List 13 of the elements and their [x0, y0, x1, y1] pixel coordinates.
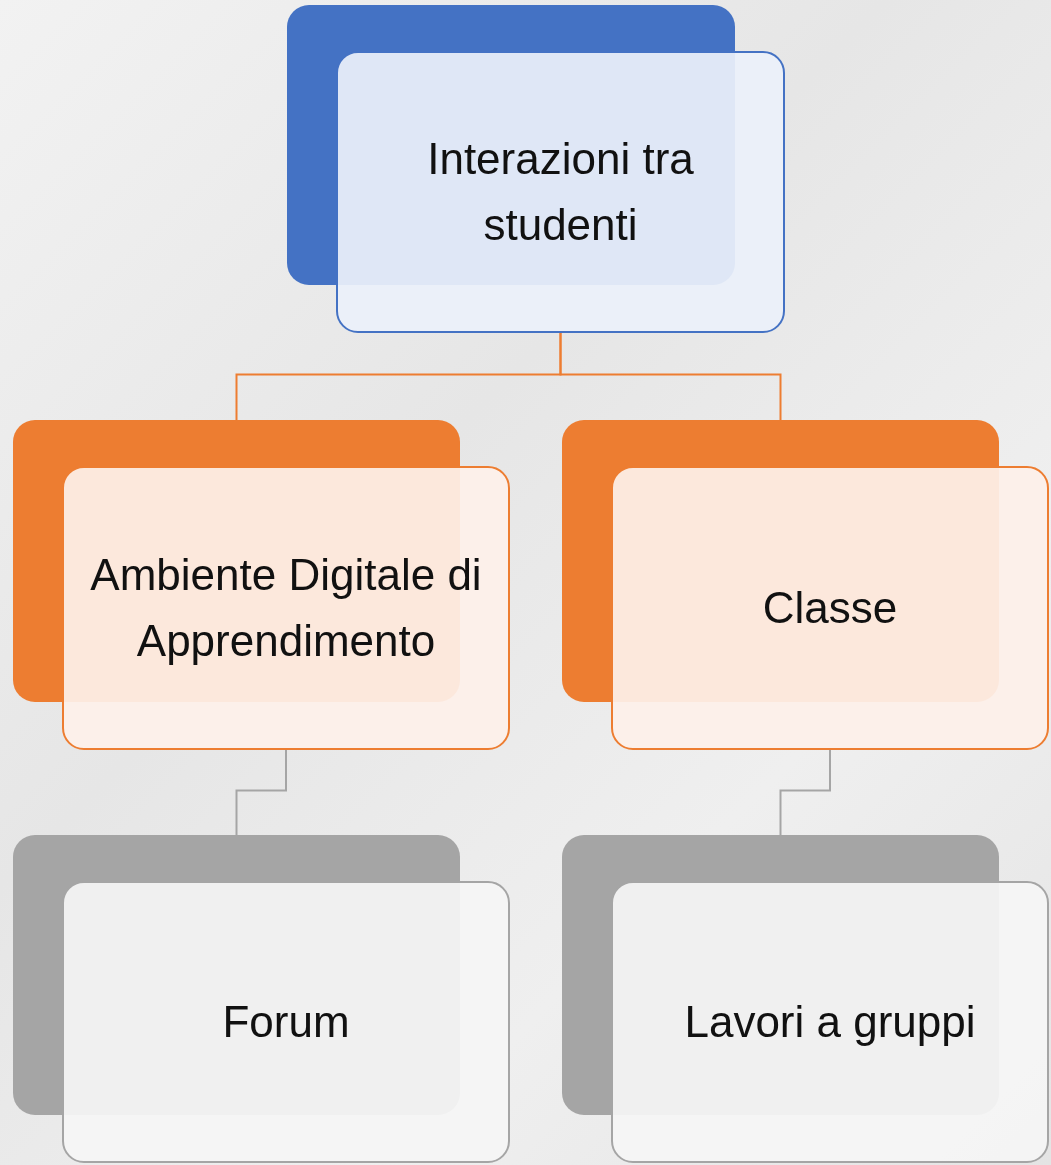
node-text: Lavori a gruppi — [683, 996, 977, 1048]
connector-line — [235, 749, 287, 836]
stacked-box — [13, 835, 510, 1163]
node-text: Classe — [761, 582, 899, 634]
stacked-box — [13, 420, 510, 750]
stacked-box — [562, 835, 1049, 1163]
node-text: Forum — [221, 996, 351, 1048]
stacked-box — [562, 420, 1049, 750]
connector-line — [559, 332, 782, 421]
connector-line — [779, 749, 831, 836]
node-text: Ambiente Digitale di Apprendimento — [89, 549, 483, 667]
node-text: Interazioni tra studenti — [426, 133, 695, 251]
stacked-box — [287, 5, 785, 333]
